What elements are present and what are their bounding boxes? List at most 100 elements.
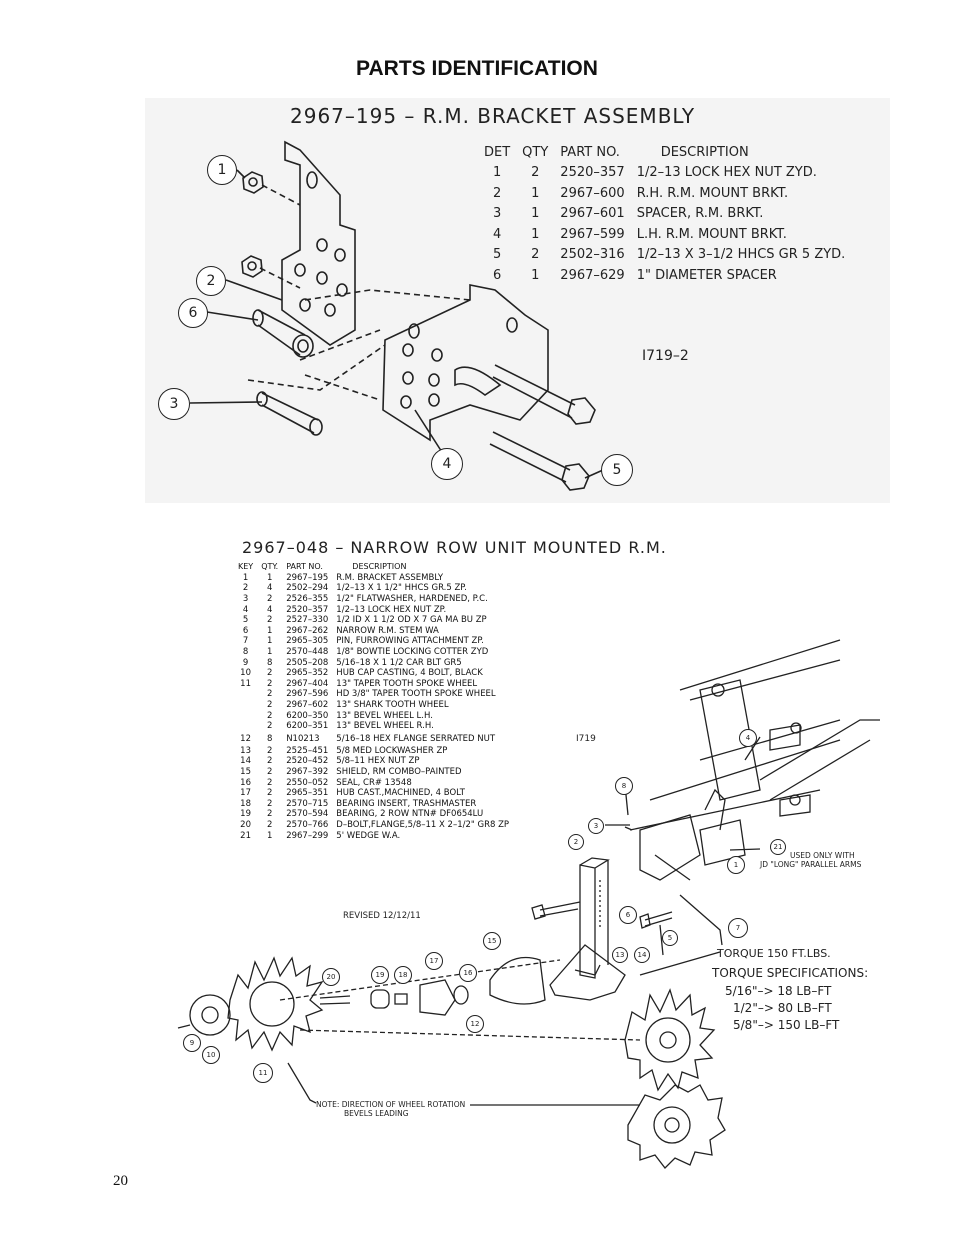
cell-part-no: 2967–602 xyxy=(286,700,329,711)
callout-1: 1 xyxy=(727,856,745,874)
cell-det: 1 xyxy=(492,165,502,181)
header-det: DET xyxy=(484,144,511,160)
cell-description: BEARING, 2 ROW NTN# DF0654LU xyxy=(336,809,484,820)
callout-6: 6 xyxy=(178,298,208,328)
cell-qty: 8 xyxy=(266,657,273,668)
bracket-drawing-id: I719–2 xyxy=(642,348,689,364)
cell-part-no: 2965–305 xyxy=(286,636,329,647)
cell-description: 1/2–13 X 1 1/2" HHCS GR.5 ZP. xyxy=(336,583,467,594)
cell-key xyxy=(234,710,257,721)
table-header-row: KEY QTY. PART NO. DESCRIPTION xyxy=(234,562,513,573)
bracket-assembly-title: 2967–195 – R.M. BRACKET ASSEMBLY xyxy=(290,104,696,128)
callout-10: 10 xyxy=(202,1046,220,1064)
cell-qty: 1 xyxy=(266,625,273,636)
cell-description: L.H. R.M. MOUNT BRKT. xyxy=(636,226,787,242)
note-jd-long: JD "LONG" PARALLEL ARMS xyxy=(760,860,862,869)
callout-2: 2 xyxy=(568,834,584,850)
cell-description: BEARING INSERT, TRASHMASTER xyxy=(336,798,477,809)
callout-18: 18 xyxy=(394,966,412,984)
cell-qty: 8 xyxy=(266,733,273,744)
cell-key: 20 xyxy=(240,819,251,830)
callout-3: 3 xyxy=(588,818,604,834)
cell-qty: 1 xyxy=(266,572,273,583)
cell-qty: 4 xyxy=(266,604,273,615)
cell-key: 21 xyxy=(240,830,251,841)
cell-description: R.H. R.M. MOUNT BRKT. xyxy=(636,185,789,201)
cell-qty: 2 xyxy=(266,710,273,721)
cell-description: R.M. BRACKET ASSEMBLY xyxy=(336,572,444,583)
callout-13: 13 xyxy=(612,947,628,963)
cell-description: HUB CAST.,MACHINED, 4 BOLT xyxy=(336,788,465,799)
cell-qty: 1 xyxy=(531,267,540,283)
cell-qty: 2 xyxy=(266,798,273,809)
page-number: 20 xyxy=(113,1173,128,1189)
callout-6: 6 xyxy=(619,906,637,924)
cell-qty: 2 xyxy=(266,721,273,732)
callout-9: 9 xyxy=(183,1034,201,1052)
cell-part-no: 2967–600 xyxy=(560,185,625,201)
torque-spec-1-2: 1/2"–> 80 LB–FT xyxy=(733,1001,832,1015)
cell-part-no: 2505–208 xyxy=(286,657,329,668)
cell-description: 1/2–13 LOCK HEX NUT ZP. xyxy=(336,604,447,615)
cell-description: 1/2" FLATWASHER, HARDENED, P.C. xyxy=(336,594,488,605)
header-qty: QTY. xyxy=(261,562,279,572)
cell-part-no: 2967–596 xyxy=(286,689,329,700)
note-rotation: NOTE: DIRECTION OF WHEEL ROTATION xyxy=(316,1100,466,1109)
cell-part-no: 2967–262 xyxy=(286,625,329,636)
cell-det: 5 xyxy=(492,247,502,263)
table-header-row: DET QTY PART NO. DESCRIPTION xyxy=(478,142,851,163)
revised-date: REVISED 12/12/11 xyxy=(343,911,421,921)
header-key: KEY xyxy=(238,562,254,572)
cell-key: 12 xyxy=(240,733,251,744)
cell-part-no: 2570–766 xyxy=(286,819,329,830)
cell-part-no: 2965–351 xyxy=(286,788,329,799)
callout-21: 21 xyxy=(770,839,786,855)
callout-20: 20 xyxy=(322,968,340,986)
cell-qty: 2 xyxy=(266,819,273,830)
note-bevels: BEVELS LEADING xyxy=(344,1109,409,1118)
table-row: 4 4 2520–357 1/2–13 LOCK HEX NUT ZP. xyxy=(234,604,513,615)
cell-key: 17 xyxy=(240,788,251,799)
cell-part-no: 2967–629 xyxy=(560,267,625,283)
cell-qty: 2 xyxy=(266,766,273,777)
cell-key: 1 xyxy=(242,572,249,583)
cell-part-no: 6200–350 xyxy=(286,710,329,721)
cell-qty: 1 xyxy=(531,185,540,201)
cell-qty: 2 xyxy=(266,689,273,700)
cell-key: 5 xyxy=(242,615,249,626)
cell-qty: 1 xyxy=(531,206,540,222)
note-used-only: USED ONLY WITH xyxy=(790,851,855,860)
cell-part-no: 2520–357 xyxy=(286,604,329,615)
header-part-no: PART NO. xyxy=(560,144,620,160)
callout-1: 1 xyxy=(207,155,237,185)
cell-part-no: 2550–052 xyxy=(286,777,329,788)
cell-part-no: 2967–195 xyxy=(286,572,329,583)
cell-key: 4 xyxy=(242,604,249,615)
page-title: PARTS IDENTIFICATION xyxy=(356,57,598,80)
cell-part-no: 2525–451 xyxy=(286,745,329,756)
cell-description: 1/2 ID X 1 1/2 OD X 7 GA MA BU ZP xyxy=(336,615,487,626)
cell-qty: 2 xyxy=(266,700,273,711)
cell-part-no: 2570–448 xyxy=(286,647,329,658)
cell-qty: 2 xyxy=(266,745,273,756)
cell-description: NARROW R.M. STEM WA xyxy=(336,625,439,636)
cell-key: 19 xyxy=(240,809,251,820)
torque-label: TORQUE 150 FT.LBS. xyxy=(717,947,831,960)
cell-qty: 1 xyxy=(266,647,273,658)
cell-description: 5/16–18 X 1 1/2 CAR BLT GR5 xyxy=(336,657,462,668)
